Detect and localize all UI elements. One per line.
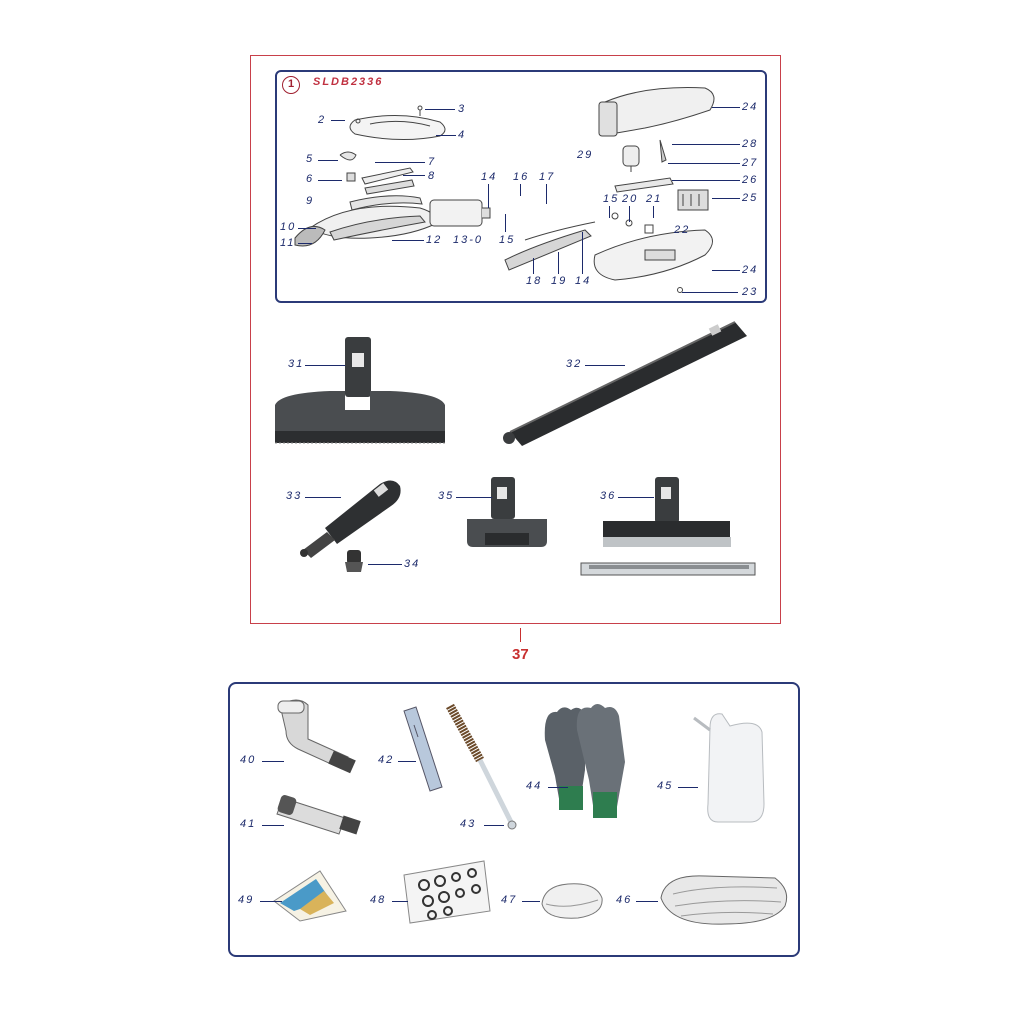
callout-46: 46 [616,894,633,906]
callout-16: 16 [513,171,530,183]
callout-24-top: 24 [742,101,759,113]
shoe-covers [541,883,603,919]
callout-36: 36 [600,490,617,502]
callout-15-right: 15 [603,193,620,205]
small-round-brush [345,550,363,572]
callout-41: 41 [240,818,257,830]
callout-33: 33 [286,490,303,502]
callout-23: 23 [742,286,759,298]
callout-15-left: 15 [499,234,516,246]
callout-4: 4 [458,129,467,141]
hand-tool-nozzle [300,480,401,558]
callout-24-bottom: 24 [742,264,759,276]
callout-19: 19 [551,275,568,287]
handle-assembly-drawing [294,105,491,247]
callout-14-top: 14 [481,171,498,183]
gasket-set-card [403,860,491,924]
cleaning-cloth [660,875,788,925]
callout-27: 27 [742,157,759,169]
callout-25: 25 [742,192,759,204]
protective-gloves [544,704,625,818]
callout-45: 45 [657,780,674,792]
callout-22: 22 [674,224,691,236]
cleaning-brush [446,703,517,830]
callout-18: 18 [526,275,543,287]
callout-32: 32 [566,358,583,370]
callout-7: 7 [428,156,437,168]
callout-34: 34 [404,558,421,570]
callout-40: 40 [240,754,257,766]
callout-11: 11 [280,237,296,249]
callout-17: 17 [539,171,556,183]
callout-28: 28 [742,138,759,150]
spare-parts-panel [228,682,800,957]
callout-21: 21 [646,193,663,205]
leaflet-booklet [273,870,347,922]
callout-47: 47 [501,894,518,906]
callout-42: 42 [378,754,395,766]
assembly-reference: 37 [512,646,529,663]
callout-35: 35 [438,490,455,502]
callout-31: 31 [288,358,305,370]
body-assembly-drawing [504,87,715,293]
callout-20: 20 [622,193,639,205]
callout-14-bottom: 14 [575,275,592,287]
window-squeegee-tool [580,477,756,576]
callout-26: 26 [742,174,759,186]
callout-5: 5 [306,153,315,165]
model-number-badge: 1 [282,76,300,94]
angled-adapter [277,699,356,774]
upholstery-nozzle [467,477,547,547]
straight-adapter [276,795,361,835]
callout-43: 43 [460,818,477,830]
callout-49: 49 [238,894,255,906]
model-code: SLDB2336 [313,76,384,88]
callout-48: 48 [370,894,387,906]
callout-3: 3 [458,103,467,115]
accessory-kit-frame [250,55,781,624]
descaling-rod [403,706,443,792]
callout-2: 2 [318,114,327,126]
callout-29: 29 [577,149,594,161]
water-refill-bottle [693,713,765,823]
callout-13: 13-0 [453,234,484,246]
callout-44: 44 [526,780,543,792]
floor-brush-tool [275,337,445,444]
callout-9: 9 [306,195,315,207]
callout-8: 8 [428,170,437,182]
callout-6: 6 [306,173,315,185]
exploded-view-panel [275,70,767,303]
callout-10: 10 [280,221,297,233]
callout-12: 12 [426,234,443,246]
extension-tube [503,321,747,446]
